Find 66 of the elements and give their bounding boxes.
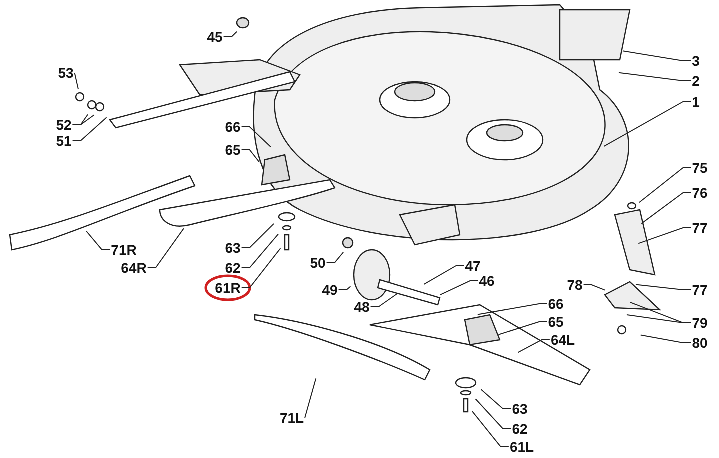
leader-line <box>440 280 479 296</box>
callout-number: 64L <box>550 332 576 348</box>
leader-line <box>583 284 606 291</box>
leader-line <box>641 192 692 224</box>
leader-line <box>472 410 510 448</box>
callout-number: 47 <box>465 258 481 274</box>
callout-number: 78 <box>567 277 583 293</box>
leader-line <box>370 294 398 308</box>
callout-number: 61R <box>215 280 241 296</box>
callout-number: 50 <box>310 255 326 271</box>
callout-number: 66 <box>548 296 564 312</box>
leader-line <box>638 228 692 244</box>
leader-line <box>86 230 111 250</box>
leader-line <box>241 150 260 163</box>
leader-line <box>498 322 548 336</box>
callout-number: 62 <box>225 260 241 276</box>
leader-line <box>424 266 465 285</box>
leader-line <box>338 286 352 290</box>
callout-number: 2 <box>692 73 700 89</box>
callout-number: 48 <box>354 299 370 315</box>
leader-line <box>241 223 275 248</box>
leader-line <box>604 102 692 148</box>
callout-number: 77 <box>692 220 708 236</box>
leader-line <box>72 114 95 126</box>
leader-line <box>241 126 272 148</box>
leader-line <box>241 248 282 288</box>
callout-number: 76 <box>692 185 708 201</box>
leader-line <box>622 50 692 62</box>
callout-number: 71R <box>111 242 137 258</box>
callout-number: 51 <box>56 133 72 149</box>
callout-number: 71L <box>280 410 304 426</box>
callout-number: 77 <box>692 282 708 298</box>
leader-line <box>635 284 692 290</box>
leader-line <box>304 378 317 418</box>
leader-line <box>147 228 184 268</box>
callout-number: 49 <box>322 282 338 298</box>
callout-number: 65 <box>225 142 241 158</box>
callout-number: 52 <box>56 117 72 133</box>
leader-line <box>477 304 548 316</box>
callout-number: 1 <box>692 94 700 110</box>
callout-number: 66 <box>225 119 241 135</box>
callout-number: 75 <box>692 160 708 176</box>
leader-line <box>518 340 550 354</box>
callout-number: 79 <box>692 315 708 331</box>
leader-line <box>638 168 692 204</box>
leader-line <box>475 398 512 430</box>
callout-number: 62 <box>512 421 528 437</box>
leader-line <box>74 72 79 90</box>
callout-number: 65 <box>548 314 564 330</box>
leader-line <box>618 72 692 82</box>
callout-number: 46 <box>479 273 495 289</box>
leader-line <box>640 334 692 344</box>
leader-line <box>223 31 238 38</box>
leader-line <box>326 252 344 264</box>
callout-number: 3 <box>692 53 700 69</box>
callout-number: 61L <box>510 439 534 455</box>
leader-line <box>480 389 512 410</box>
callout-number: 63 <box>225 240 241 256</box>
leader-line <box>626 314 692 324</box>
callout-number: 80 <box>692 335 708 351</box>
callout-number: 63 <box>512 401 528 417</box>
callout-number: 53 <box>58 65 74 81</box>
leader-line <box>241 234 279 268</box>
callout-number: 45 <box>207 29 223 45</box>
leader-line <box>72 117 108 142</box>
callout-number: 64R <box>121 260 147 276</box>
